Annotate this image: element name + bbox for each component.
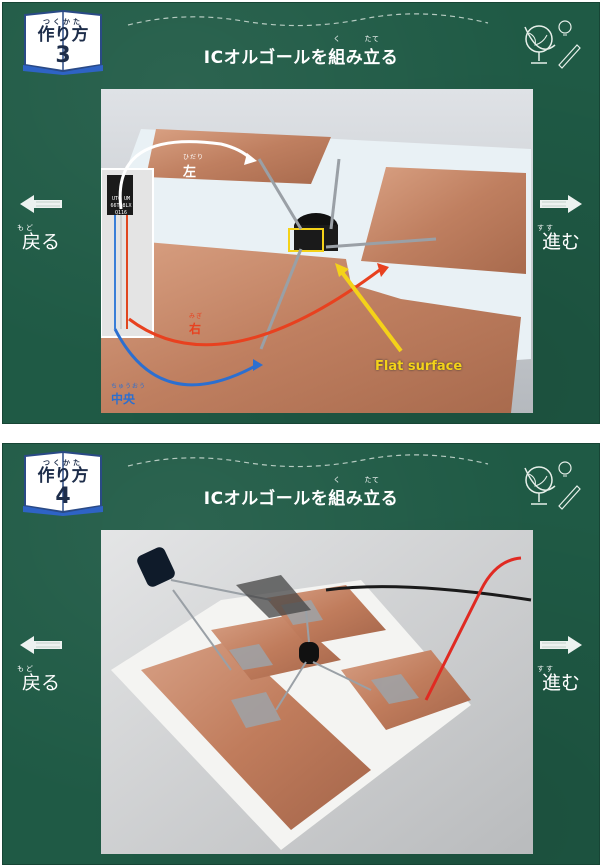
open-book-icon <box>23 450 103 516</box>
title-prefix: ICオルゴールを <box>203 489 329 509</box>
step-number: 3 <box>55 43 71 68</box>
back-ruby: もど <box>17 665 35 673</box>
step-number: 4 <box>55 484 71 509</box>
next-ruby: すす <box>537 224 555 232</box>
assembly-photo-step-3 <box>101 89 533 413</box>
step-word: 作り方 <box>37 25 89 45</box>
label-right-ruby: みぎ <box>189 313 204 320</box>
step-label: つくかた 作り方 4 <box>35 460 91 508</box>
title-kanji-tate: たて立 <box>363 476 381 509</box>
copper-tape-bottom <box>101 239 521 413</box>
slide-step-4: つくかた 作り方 4 ICオルゴールをく組みたて立る もど 戻る すす 進む <box>2 443 600 865</box>
title-kanji-2: 立 <box>363 48 381 68</box>
title-suffix: る <box>380 48 399 68</box>
next-button[interactable]: すす 進む <box>533 193 589 252</box>
title-suffix: る <box>380 489 399 509</box>
step-ruby: つくかた <box>43 18 83 26</box>
title-prefix: ICオルゴールを <box>203 48 329 68</box>
title-ruby-ku: く <box>333 476 341 484</box>
arrow-center-lead <box>113 328 260 387</box>
label-center-ruby: ちゅうおう <box>111 383 147 390</box>
capacitor <box>137 547 175 587</box>
assembly-photo-step-4 <box>101 530 533 854</box>
next-label: 進む <box>541 231 580 253</box>
label-right: みぎ 右 <box>189 314 203 337</box>
step-word: 作り方 <box>37 466 89 486</box>
step-ruby: つくかた <box>43 459 83 467</box>
page-title: ICオルゴールをく組みたて立る <box>3 476 599 509</box>
title-kanji-1: 組 <box>328 489 346 509</box>
title-kanji-kumi: く組 <box>328 35 346 68</box>
title-ruby-tate: たて <box>364 35 380 43</box>
title-ruby-tate: たて <box>364 476 380 484</box>
next-label: 進む <box>541 672 580 694</box>
copper-tape-bottom-left <box>141 640 371 830</box>
arrow-right-lead <box>128 267 382 347</box>
step-book-badge: つくかた 作り方 3 <box>21 9 105 75</box>
slide-step-3: つくかた 作り方 3 ICオルゴールをく組みたて立る もど 戻る すす 進む <box>2 2 600 424</box>
globe-icon <box>524 20 581 69</box>
black-wire <box>325 585 532 602</box>
arrow-left-icon <box>20 636 62 654</box>
copper-tape-right <box>361 167 526 274</box>
arrow-left-icon <box>20 195 62 213</box>
label-left: ひだり 左 <box>183 154 205 181</box>
label-center: ちゅうおう 中央 <box>111 384 146 407</box>
ic-component <box>288 213 338 252</box>
back-button[interactable]: もど 戻る <box>13 634 69 693</box>
piezo-speaker <box>236 575 311 618</box>
step-label: つくかた 作り方 3 <box>35 19 91 67</box>
title-kanji-2: 立 <box>363 489 381 509</box>
title-mid: み <box>345 48 364 68</box>
title-mid: み <box>345 489 364 509</box>
open-book-icon <box>23 9 103 75</box>
photo-illustration <box>101 530 533 854</box>
step-book-badge: つくかた 作り方 4 <box>21 450 105 516</box>
dashed-line-decoration <box>127 13 489 27</box>
title-ruby-ku: く <box>333 35 341 43</box>
copper-tape-left <box>146 129 331 184</box>
inset-ic-photo <box>101 168 154 338</box>
label-right-text: 右 <box>189 322 202 336</box>
page-title: ICオルゴールをく組みたて立る <box>3 35 599 68</box>
arrow-left-lead <box>118 140 253 210</box>
label-left-ruby: ひだり <box>183 154 205 161</box>
title-kanji-1: 組 <box>328 48 346 68</box>
back-button[interactable]: もど 戻る <box>13 193 69 252</box>
ic-component <box>299 642 319 664</box>
arrow-right-icon <box>540 195 582 213</box>
title-kanji-tate: たて立 <box>363 35 381 68</box>
globe-icon <box>524 461 581 510</box>
photo-illustration <box>101 89 533 413</box>
ic-marking-text: UTC UM 66T08LX Q116 <box>110 196 132 216</box>
dashed-line-decoration <box>127 454 489 468</box>
label-flat-surface: Flat surface <box>375 359 463 374</box>
back-ruby: もど <box>17 224 35 232</box>
arrow-right-icon <box>540 636 582 654</box>
back-label: 戻る <box>21 672 60 694</box>
arrow-flat-surface <box>339 269 403 353</box>
red-wire <box>424 556 522 701</box>
next-button[interactable]: すす 進む <box>533 634 589 693</box>
label-left-text: 左 <box>183 165 197 180</box>
next-ruby: すす <box>537 665 555 673</box>
title-kanji-kumi: く組 <box>328 476 346 509</box>
label-center-text: 中央 <box>111 392 136 406</box>
back-label: 戻る <box>21 231 60 253</box>
